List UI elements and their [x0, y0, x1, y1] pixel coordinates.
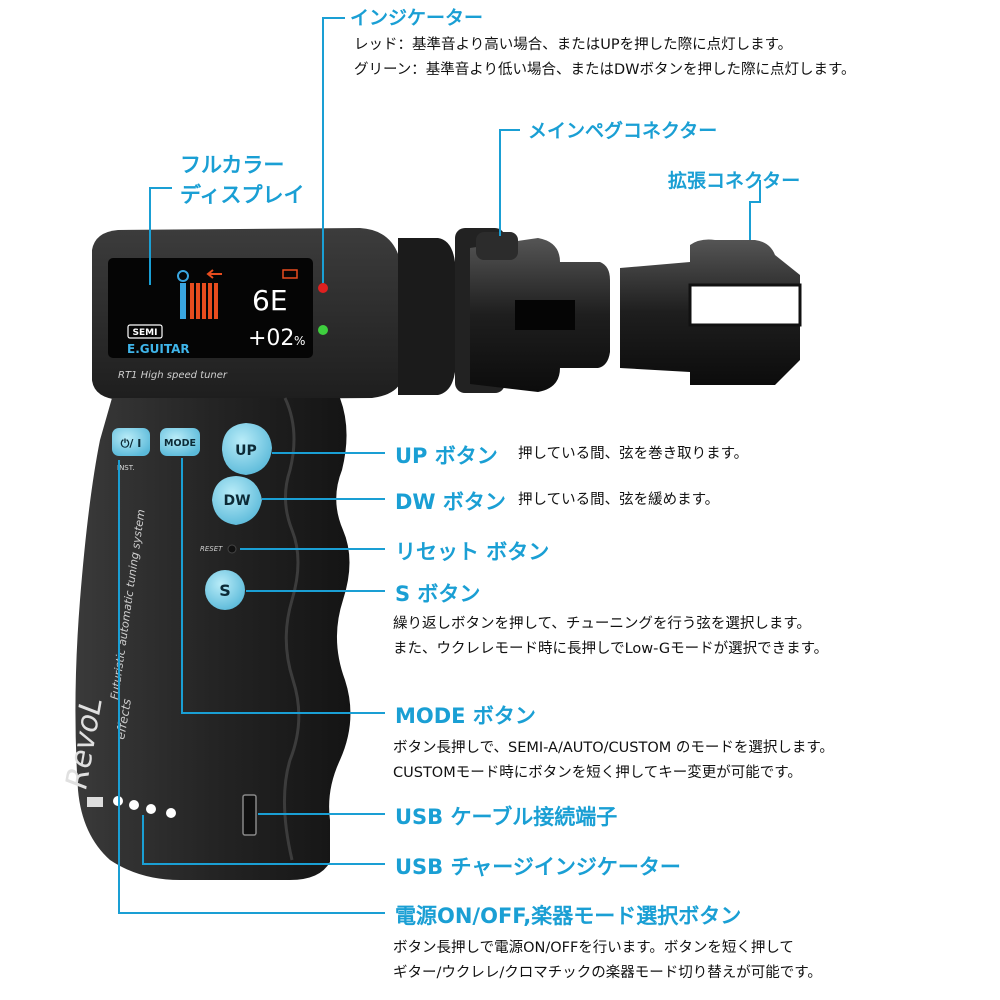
s-line-2: また、ウクレレモード時に長押しでLow-Gモードが選択できます。: [393, 641, 829, 657]
reset-title: リセット ボタン: [395, 540, 550, 564]
mode-line-1: ボタン長押しで、SEMI-A/AUTO/CUSTOM のモードを選択します。: [393, 740, 834, 756]
power-title: 電源ON/OFF,楽器モード選択ボタン: [395, 904, 742, 928]
usb-charge-title: USB チャージインジケーター: [395, 855, 681, 879]
display-title-line-2: ディスプレイ: [180, 183, 305, 207]
green-indicator-led: [318, 325, 328, 335]
reset-label: RESET: [200, 545, 223, 553]
dw-button[interactable]: [212, 476, 262, 525]
model-text: RT1 High speed tuner: [118, 370, 228, 381]
power-button[interactable]: [112, 428, 150, 456]
dw-button-label: DW: [223, 493, 250, 509]
up-title: UP ボタン: [395, 444, 498, 468]
cents-readout: +02: [248, 326, 294, 351]
indicator-line-green: グリーン：基準音より低い場合、またはDWボタンを押した際に点灯します。: [354, 62, 856, 78]
display-title-line-1: フルカラー: [180, 153, 285, 177]
tuner-neck: [398, 238, 455, 395]
indicator-description: レッド：基準音より高い場合、またはUPを押した際に点灯します。 グリーン：基準音…: [354, 33, 856, 83]
s-button[interactable]: [205, 570, 245, 610]
main-peg-connector: [455, 228, 610, 393]
indicator-title: インジケーター: [350, 7, 484, 29]
usb-port-title: USB ケーブル接続端子: [395, 805, 618, 829]
mode-line-2: CUSTOMモード時にボタンを短く押してキー変更が可能です。: [393, 765, 802, 781]
up-button[interactable]: [222, 423, 272, 475]
mode-description: ボタン長押しで、SEMI-A/AUTO/CUSTOM のモードを選択します。 C…: [393, 736, 834, 786]
indicator-line-red: レッド：基準音より高い場合、またはUPを押した際に点灯します。: [354, 37, 793, 53]
instrument-label: E.GUITAR: [127, 342, 190, 356]
charge-led-3: [146, 804, 156, 814]
charge-led-4: [166, 808, 176, 818]
dw-description: 押している間、弦を緩めます。: [518, 492, 720, 508]
note-readout: 6E: [252, 284, 288, 317]
tuner-grip: [75, 398, 351, 880]
usb-port[interactable]: [242, 794, 257, 836]
extension-connector: [620, 239, 802, 385]
mode-button-label: MODE: [164, 438, 196, 449]
s-description: 繰り返しボタンを押して、チューニングを行う弦を選択します。 また、ウクレレモード…: [393, 612, 828, 662]
semi-label: SEMI: [133, 328, 158, 338]
s-line-1: 繰り返しボタンを押して、チューニングを行う弦を選択します。: [393, 616, 811, 632]
power-button-label: ⏻/ I: [121, 437, 142, 450]
dw-title: DW ボタン: [395, 490, 506, 514]
semi-badge: [127, 324, 163, 339]
tuning-meter: [177, 269, 298, 319]
power-description: ボタン長押しで電源ON/OFFを行います。ボタンを短く押して ギター/ウクレレ/…: [393, 936, 822, 986]
mode-button[interactable]: [160, 428, 200, 456]
power-line-1: ボタン長押しで電源ON/OFFを行います。ボタンを短く押して: [393, 940, 794, 956]
display-title: フルカラー ディスプレイ: [180, 150, 305, 210]
ext-connector-title: 拡張コネクター: [668, 170, 801, 192]
inst-label: INST.: [117, 464, 134, 472]
reset-button[interactable]: [227, 544, 237, 554]
s-title: S ボタン: [395, 582, 481, 606]
s-button-label: S: [219, 581, 231, 600]
main-peg-title: メインペグコネクター: [528, 120, 718, 142]
cents-unit: %: [294, 334, 305, 348]
power-line-2: ギター/ウクレレ/クロマチックの楽器モード切り替えが可能です。: [393, 965, 822, 981]
red-indicator-led: [318, 283, 328, 293]
mode-title: MODE ボタン: [395, 704, 536, 728]
up-button-label: UP: [235, 443, 257, 459]
up-description: 押している間、弦を巻き取ります。: [518, 446, 749, 462]
usb-icon: [87, 797, 103, 807]
charge-led-2: [129, 800, 139, 810]
leader-lines: [118, 17, 761, 914]
